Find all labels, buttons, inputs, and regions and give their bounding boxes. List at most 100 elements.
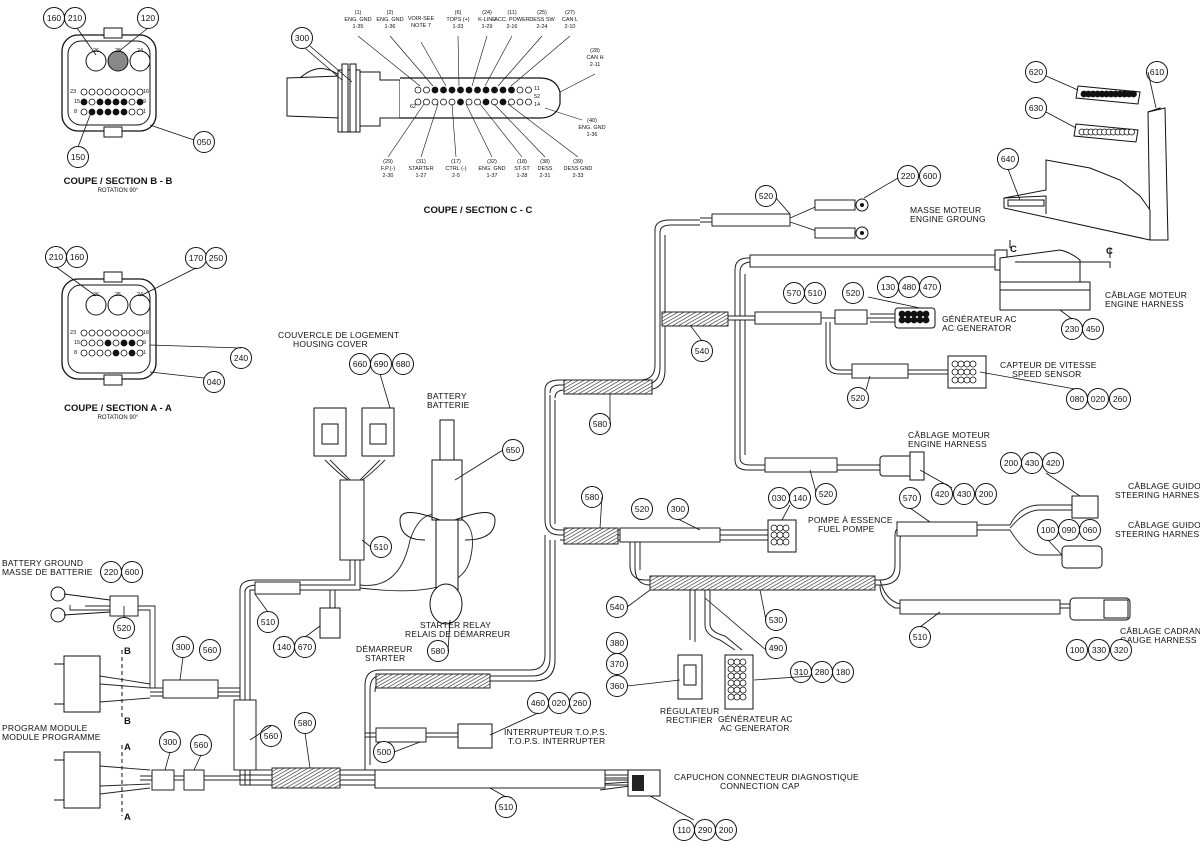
pin-function-label: CAN L	[562, 17, 578, 23]
callout-bubble: 430	[953, 483, 975, 505]
pin	[739, 658, 747, 666]
pin	[88, 339, 96, 347]
component-labels: MASSE MOTEUR ENGINE GROUNG CÂBLAGE MOTEU…	[2, 205, 1200, 823]
callout-number: 560	[194, 740, 208, 750]
fuel-pump-connector	[767, 519, 797, 553]
pin-label: 23	[70, 89, 76, 95]
callout-bubble: 460	[527, 692, 549, 714]
label-rectifier-fr: RÉGULATEUR	[660, 706, 719, 716]
callout-number: 580	[298, 718, 312, 728]
pin	[482, 98, 490, 106]
callout-number: 220	[901, 171, 915, 181]
callout-bubble: 620	[1025, 61, 1047, 83]
callout-bubble: 520	[842, 282, 864, 304]
callout-number: 240	[234, 353, 248, 363]
callout-number: 680	[396, 359, 410, 369]
connector-insert-630	[1073, 123, 1139, 143]
pin	[1130, 90, 1137, 98]
pin	[516, 86, 524, 94]
callout-bubble: 520	[847, 387, 869, 409]
callout-number: 230	[1065, 324, 1079, 334]
callout-bubble: 580	[581, 486, 603, 508]
callout-number: 100	[1070, 645, 1084, 655]
pin	[88, 349, 96, 357]
pin-label: 16	[143, 89, 149, 95]
pin-function-label: 2-5	[452, 173, 460, 179]
pin	[904, 316, 912, 324]
callout-bubble: 210	[64, 7, 86, 29]
pin	[112, 108, 120, 116]
label-steering-harness-fr: CÂBLAGE GUIDON	[1128, 481, 1200, 491]
pin	[525, 86, 532, 94]
pin-function-label: (28)	[590, 48, 600, 54]
engine-ground-terminal	[855, 198, 869, 240]
section-mark-a: A	[124, 742, 131, 753]
pin	[733, 693, 741, 701]
callout-bubble: 020	[1087, 388, 1109, 410]
callout-bubble: 560	[260, 725, 282, 747]
pin-function-label: (32)	[487, 159, 497, 165]
pin	[739, 693, 747, 701]
pin	[969, 368, 977, 376]
label-engine-harness-2-fr: CÂBLAGE MOTEUR	[908, 430, 990, 440]
leader-line	[649, 795, 695, 821]
callout-bubble: 200	[1000, 452, 1022, 474]
callout-bubble: 630	[1025, 97, 1047, 119]
leader-line	[149, 371, 205, 379]
callout-bubble: 040	[203, 371, 225, 393]
pin	[104, 98, 112, 106]
callout-number: 530	[769, 615, 783, 625]
callout-bubble: 580	[427, 640, 449, 662]
section-bb-title: COUPE / SECTION B - B	[64, 176, 173, 187]
callout-bubble: 310	[790, 661, 812, 683]
leader-line	[775, 197, 791, 215]
pin	[951, 360, 959, 368]
pin	[88, 98, 96, 106]
section-cc-title: COUPE / SECTION C - C	[424, 205, 533, 216]
label-starter-en: STARTER	[365, 653, 405, 663]
pin-function-label: (38)	[540, 159, 550, 165]
callout-number: 650	[506, 445, 520, 455]
callout-bubble: 490	[765, 637, 787, 659]
label-fuel-pump-fr: POMPE À ESSENCE	[808, 515, 893, 525]
pin-function-label: K-LINE	[478, 17, 496, 23]
rectifier-connector	[677, 654, 703, 700]
pin-function-label: (18)	[517, 159, 527, 165]
pin-label: 8	[74, 109, 77, 115]
leader-line	[179, 656, 184, 681]
callout-number: 200	[719, 825, 733, 835]
leader-line	[447, 619, 451, 652]
label-speed-sensor-fr: CAPTEUR DE VITESSE	[1000, 360, 1097, 370]
pin	[96, 108, 104, 116]
leader-line	[1045, 111, 1077, 129]
pin	[96, 329, 104, 337]
pin-function-label: 2-33	[572, 173, 583, 179]
callout-number: 060	[1083, 525, 1097, 535]
callout-number: 300	[295, 33, 309, 43]
leader-line	[457, 35, 460, 87]
pin	[104, 88, 112, 96]
pin-label: 9	[143, 340, 146, 346]
pin	[922, 310, 930, 318]
label-tops-en: T.O.P.S. INTERRUPTER	[508, 736, 605, 746]
callout-bubble: 680	[392, 353, 414, 375]
callout-bubble: 050	[193, 131, 215, 153]
harness-sleeves	[109, 199, 1061, 791]
label-starter-fr: DÉMARREUR	[356, 644, 413, 654]
label-steering-harness-en: STEERING HARNESS	[1115, 490, 1200, 500]
pin	[80, 349, 88, 357]
pin	[80, 98, 88, 106]
pin-function-label: F.P.(-)	[381, 166, 395, 172]
callout-number: 140	[793, 493, 807, 503]
label-ac-generator-2-en: AC GENERATOR	[720, 723, 790, 733]
leader-line	[867, 296, 921, 309]
label-tops-fr: INTERRUPTEUR T.O.P.S.	[504, 727, 608, 737]
leader-line	[389, 35, 434, 87]
callout-bubble: 580	[294, 712, 316, 734]
pin-label: 62	[410, 104, 416, 110]
pin	[136, 349, 144, 357]
callout-bubble: 120	[137, 7, 159, 29]
leader-line	[544, 107, 583, 121]
callout-bubble: 570	[899, 487, 921, 509]
